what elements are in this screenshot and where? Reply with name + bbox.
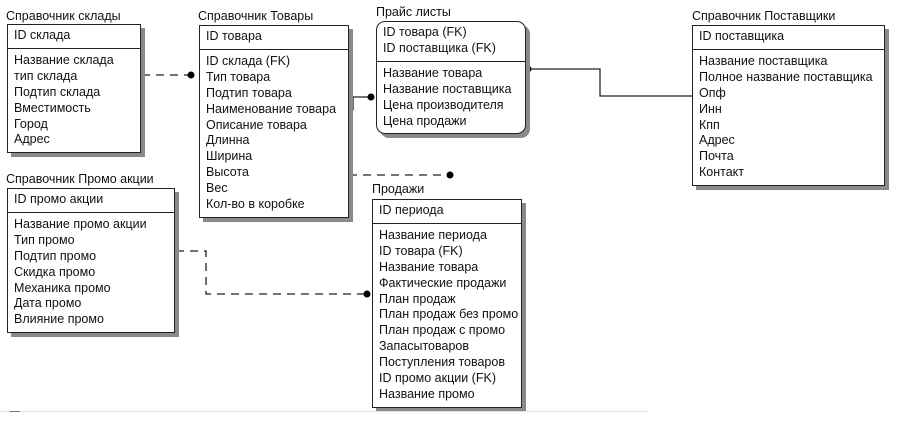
attr-field: Цена производителя bbox=[383, 97, 504, 112]
attr-field: План продаж без промо bbox=[379, 307, 519, 322]
rel-promo-prodazhi bbox=[176, 250, 366, 295]
entity-pk-section: ID поставщика bbox=[693, 26, 884, 50]
entity-title-prodazhi: Продажи bbox=[372, 182, 425, 196]
pk-field: ID склада bbox=[14, 28, 71, 42]
attr-field: Поступления товаров bbox=[379, 355, 505, 370]
attr-field: Фактические продажи bbox=[379, 275, 507, 290]
attr-field: Дата промо bbox=[14, 296, 82, 311]
pk-field: ID товара (FK) bbox=[383, 25, 467, 39]
attr-field: Ширина bbox=[206, 149, 253, 164]
attr-field: Название промо акции bbox=[14, 216, 147, 231]
rel-postavshiki-price-dot bbox=[524, 65, 532, 73]
entity-attr-section: Название периода ID товара (FK) Название… bbox=[373, 224, 521, 407]
attr-field: Влияние промо bbox=[14, 312, 104, 327]
rel-tovary-prodazhi-dot bbox=[446, 171, 454, 179]
entity-prodazhi[interactable]: ID периода Название периода ID товара (F… bbox=[372, 199, 522, 408]
attr-field: Название поставщика bbox=[699, 53, 828, 68]
entity-attr-section: Название поставщика Полное название пост… bbox=[693, 50, 884, 185]
attr-field: Подтип промо bbox=[14, 248, 97, 263]
pk-field: ID поставщика bbox=[699, 29, 785, 43]
attr-field: тип склада bbox=[14, 68, 78, 83]
pk-field: ID поставщика (FK) bbox=[383, 40, 496, 55]
attr-field: Название склада bbox=[14, 52, 114, 67]
attr-field: ID промо акции (FK) bbox=[379, 371, 496, 386]
entity-attr-section: Название склада тип склада Подтип склада… bbox=[8, 49, 140, 152]
entity-postavshiki[interactable]: ID поставщика Название поставщика Полное… bbox=[692, 25, 885, 187]
attr-field: Опф bbox=[699, 85, 726, 100]
attr-field: Адрес bbox=[14, 132, 50, 147]
attr-field: Запасытоваров bbox=[379, 339, 469, 354]
pk-field: ID периода bbox=[379, 203, 444, 217]
entity-tovary[interactable]: ID товара ID склада (FK) Тип товара Подт… bbox=[199, 25, 349, 218]
attr-field: Полное название поставщика bbox=[699, 69, 873, 84]
attr-field: Название товара bbox=[379, 259, 479, 274]
attr-field: Тип промо bbox=[14, 232, 75, 247]
attr-field: ID товара (FK) bbox=[379, 243, 463, 258]
entity-title-promo: Справочник Промо акции bbox=[6, 172, 154, 186]
entity-pk-section: ID товара (FK) ID поставщика (FK) bbox=[377, 22, 525, 62]
attr-field: Тип товара bbox=[206, 69, 271, 84]
entity-pk-section: ID склада bbox=[8, 25, 140, 49]
attr-field: Название периода bbox=[379, 227, 487, 242]
attr-field: Цена продажи bbox=[383, 113, 467, 128]
entity-title-sklady: Справочник склады bbox=[6, 9, 121, 23]
attr-field: Механика промо bbox=[14, 280, 111, 295]
attr-field: Название поставщика bbox=[383, 81, 512, 96]
attr-field: Наименование товара bbox=[206, 101, 337, 116]
pk-field: ID товара bbox=[206, 29, 262, 43]
rel-postavshiki-price bbox=[530, 68, 693, 97]
entity-pk-section: ID товара bbox=[200, 26, 348, 50]
bottom-divider-tick bbox=[10, 411, 20, 412]
attr-field: Подтип склада bbox=[14, 84, 101, 99]
attr-field: Вместимость bbox=[14, 100, 91, 115]
entity-pk-section: ID промо акции bbox=[8, 189, 174, 213]
entity-title-tovary: Справочник Товары bbox=[198, 9, 314, 23]
attr-field: Название товара bbox=[383, 65, 483, 80]
attr-field: План продаж с промо bbox=[379, 323, 506, 338]
attr-field: Скидка промо bbox=[14, 264, 96, 279]
attr-field: Инн bbox=[699, 101, 722, 116]
attr-field: План продаж bbox=[379, 291, 456, 306]
attr-field: ID склада (FK) bbox=[206, 53, 291, 68]
entity-attr-section: Название товара Название поставщика Цена… bbox=[377, 62, 525, 134]
attr-field: Кпп bbox=[699, 117, 720, 132]
pk-field: ID промо акции bbox=[14, 192, 104, 206]
entity-title-price: Прайс листы bbox=[376, 5, 451, 19]
attr-field: Вес bbox=[206, 181, 228, 196]
entity-price[interactable]: ID товара (FK) ID поставщика (FK) Назван… bbox=[376, 21, 526, 135]
entity-title-postavshiki: Справочник Поставщики bbox=[692, 9, 836, 23]
attr-field: Город bbox=[14, 116, 48, 131]
entity-attr-section: Название промо акции Тип промо Подтип пр… bbox=[8, 213, 174, 332]
attr-field: Контакт bbox=[699, 165, 745, 180]
entity-promo[interactable]: ID промо акции Название промо акции Тип … bbox=[7, 188, 175, 334]
attr-field: Длинна bbox=[206, 133, 250, 148]
entity-attr-section: ID склада (FK) Тип товара Подтип товара … bbox=[200, 50, 348, 217]
bottom-divider bbox=[0, 411, 648, 412]
rel-promo-prodazhi-dot bbox=[363, 290, 371, 298]
attr-field: Высота bbox=[206, 165, 249, 180]
rel-tovary-price bbox=[349, 96, 370, 111]
attr-field: Подтип товара bbox=[206, 85, 292, 100]
attr-field: Описание товара bbox=[206, 117, 307, 132]
attr-field: Название промо bbox=[379, 386, 475, 401]
entity-sklady[interactable]: ID склада Название склада тип склада Под… bbox=[7, 24, 141, 154]
rel-sklady-tovary-dot bbox=[187, 71, 195, 79]
attr-field: Кол-во в коробке bbox=[206, 197, 305, 212]
entity-pk-section: ID периода bbox=[373, 200, 521, 224]
attr-field: Адрес bbox=[699, 133, 735, 148]
rel-tovary-price-dot bbox=[367, 93, 375, 101]
attr-field: Почта bbox=[699, 149, 734, 164]
